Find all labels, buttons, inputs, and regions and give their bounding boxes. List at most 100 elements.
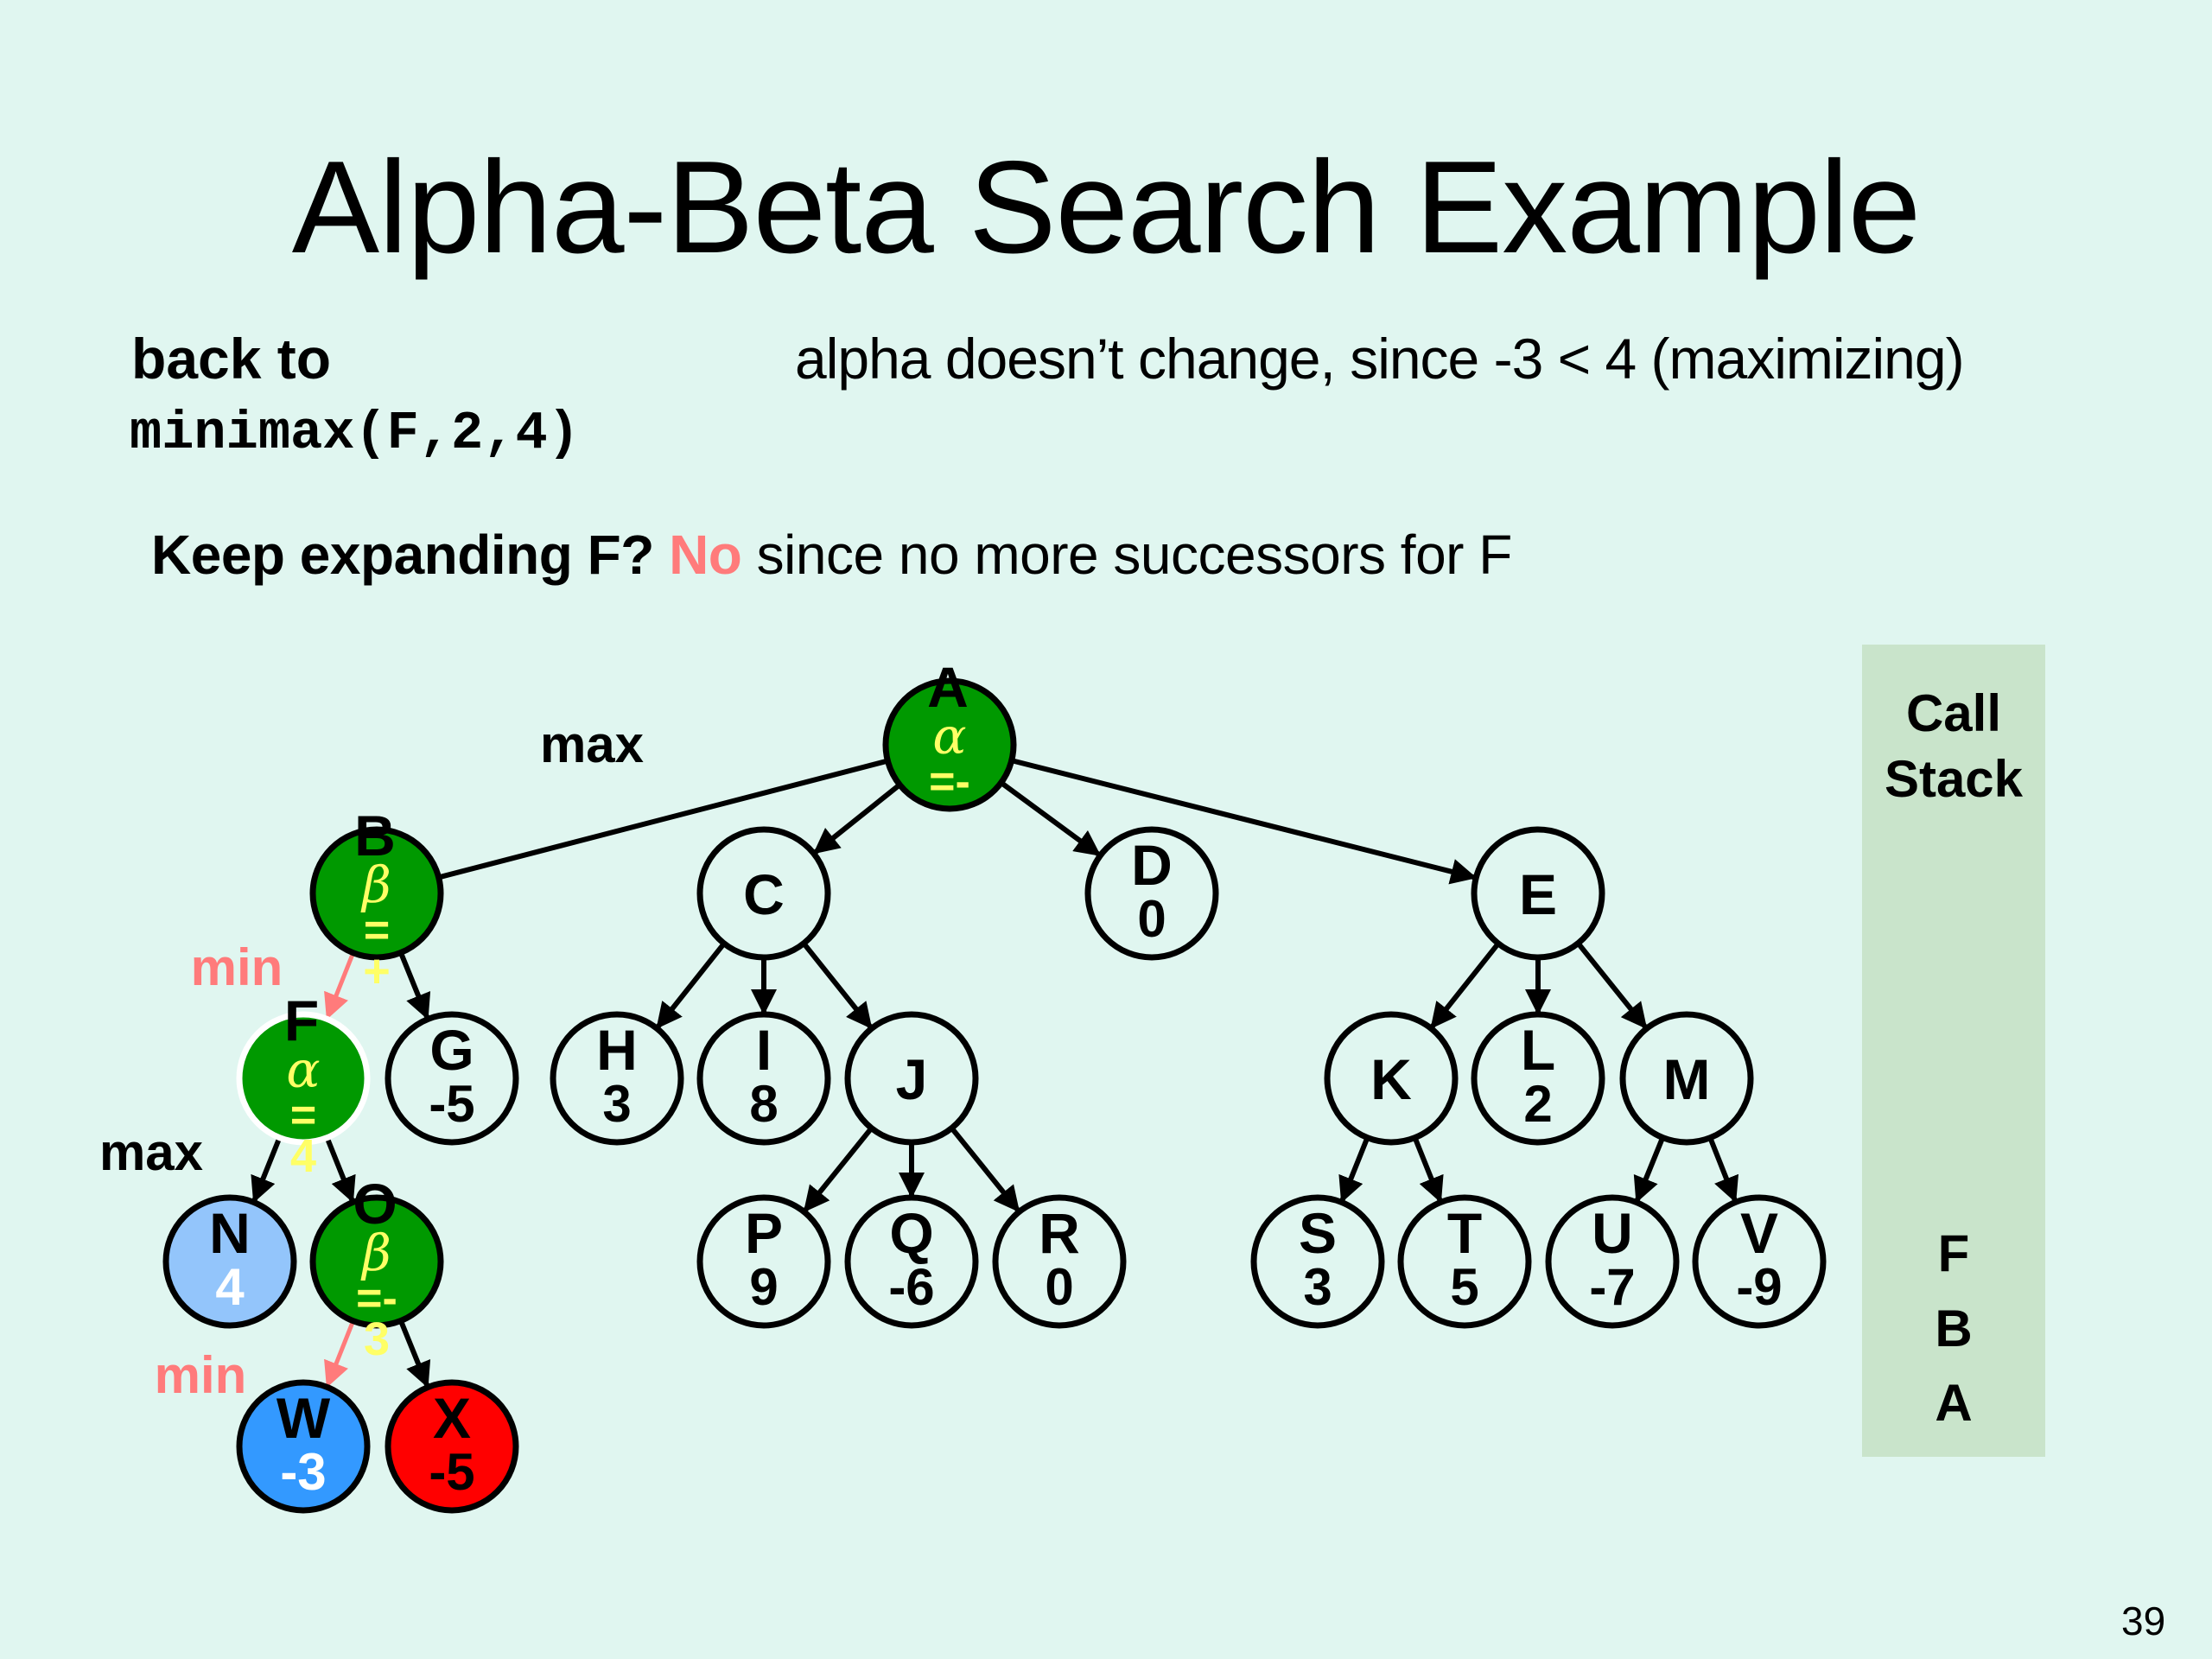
edge-J-R bbox=[950, 1126, 1020, 1213]
node-value: 0 bbox=[1137, 890, 1166, 948]
node-circle bbox=[1619, 1011, 1754, 1146]
edge-F-O bbox=[324, 1136, 356, 1204]
node-label: D bbox=[1131, 833, 1173, 897]
tree-node-F: Fα=4 bbox=[236, 988, 371, 1182]
node-label: J bbox=[896, 1047, 928, 1111]
edge-K-S bbox=[1338, 1136, 1370, 1204]
tree-node-C: C bbox=[696, 826, 831, 961]
edge-A-E bbox=[1011, 758, 1478, 885]
call-stack-title: Call Stack bbox=[1862, 681, 2045, 812]
node-value: 0 bbox=[1045, 1258, 1073, 1316]
edge-C-H bbox=[655, 942, 727, 1029]
node-bound-value: 4 bbox=[290, 1130, 316, 1182]
node-circle bbox=[696, 1194, 831, 1329]
tree-node-W: W-3 bbox=[236, 1379, 371, 1514]
edge-M-U bbox=[1633, 1136, 1665, 1204]
tree-node-E: E bbox=[1471, 826, 1605, 961]
node-label: B bbox=[354, 804, 396, 868]
node-label: O bbox=[353, 1172, 397, 1236]
tree-node-A: Aα=- bbox=[882, 655, 1017, 812]
node-label: E bbox=[1519, 862, 1557, 926]
slide-title: Alpha-Beta Search Example bbox=[291, 134, 1922, 281]
node-circle bbox=[236, 1379, 371, 1514]
back-to-label: back to bbox=[131, 327, 332, 391]
node-bound-symbol: α bbox=[932, 707, 966, 766]
node-label: P bbox=[745, 1201, 783, 1265]
call-stack-frame: F bbox=[1937, 1224, 1970, 1282]
edge-C-J bbox=[801, 941, 873, 1029]
level-label-max-f: max bbox=[99, 1123, 203, 1181]
node-label: W bbox=[276, 1386, 331, 1450]
node-label: X bbox=[433, 1386, 471, 1450]
edge-O-X bbox=[398, 1319, 431, 1389]
question-answer: No bbox=[669, 524, 742, 586]
node-value: 8 bbox=[749, 1075, 778, 1133]
tree-node-N: N4 bbox=[162, 1194, 297, 1329]
edge-B-G bbox=[398, 951, 431, 1020]
node-circle bbox=[385, 1011, 519, 1146]
call-stack-frame: A bbox=[1935, 1374, 1973, 1432]
alpha-note: alpha doesn’t change, since -3 < 4 (maxi… bbox=[795, 327, 1965, 391]
node-circle bbox=[844, 1194, 979, 1329]
node-value: -3 bbox=[280, 1443, 326, 1501]
node-value: 4 bbox=[215, 1258, 245, 1316]
node-label: F bbox=[284, 988, 319, 1052]
node-label: A bbox=[927, 655, 969, 719]
tree-node-O: Oβ=-3 bbox=[309, 1172, 444, 1365]
node-value: 9 bbox=[749, 1258, 778, 1316]
tree-node-J: J bbox=[844, 1011, 979, 1146]
node-bound-symbol: α bbox=[286, 1040, 320, 1099]
edge-E-M bbox=[1576, 941, 1648, 1030]
tree-node-V: V-9 bbox=[1692, 1194, 1827, 1329]
node-label: N bbox=[209, 1201, 251, 1265]
node-circle bbox=[1324, 1011, 1459, 1146]
tree-node-G: G-5 bbox=[385, 1011, 519, 1146]
level-label-min-b: min bbox=[191, 938, 283, 996]
call-stack-title-line2: Stack bbox=[1884, 750, 2024, 808]
node-circle bbox=[844, 1011, 979, 1146]
node-label: V bbox=[1740, 1201, 1778, 1265]
node-value: -5 bbox=[429, 1075, 474, 1133]
node-label: K bbox=[1370, 1047, 1412, 1111]
tree-node-K: K bbox=[1324, 1011, 1459, 1146]
tree-node-X: X-5 bbox=[385, 1379, 519, 1514]
node-bound-eq: =- bbox=[356, 1274, 397, 1324]
node-value: 3 bbox=[1303, 1258, 1332, 1316]
node-bound-eq: =- bbox=[929, 757, 970, 807]
node-circle bbox=[309, 826, 444, 961]
node-label: U bbox=[1592, 1201, 1633, 1265]
edge-F-N bbox=[251, 1136, 283, 1204]
node-value: 2 bbox=[1523, 1075, 1552, 1133]
node-circle bbox=[992, 1194, 1127, 1329]
node-value: 3 bbox=[602, 1075, 631, 1133]
node-circle bbox=[162, 1194, 297, 1329]
node-label: T bbox=[1447, 1201, 1482, 1265]
tree-node-P: P9 bbox=[696, 1194, 831, 1329]
level-label-max-a: max bbox=[540, 715, 644, 773]
node-value: -9 bbox=[1736, 1258, 1782, 1316]
node-label: C bbox=[743, 862, 785, 926]
node-bound-eq: = bbox=[290, 1090, 316, 1141]
tree-edges bbox=[251, 758, 1739, 1389]
node-label: I bbox=[756, 1018, 772, 1082]
node-bound-value: + bbox=[363, 945, 391, 997]
tree-node-U: U-7 bbox=[1545, 1194, 1680, 1329]
node-bound-symbol: β bbox=[360, 1224, 391, 1282]
node-circle bbox=[1692, 1194, 1827, 1329]
page-number: 39 bbox=[2121, 1599, 2166, 1643]
node-circle bbox=[1397, 1194, 1532, 1329]
node-label: M bbox=[1663, 1047, 1711, 1111]
node-circle bbox=[236, 1011, 371, 1146]
edge-E-K bbox=[1429, 942, 1501, 1029]
tree-node-I: I8 bbox=[696, 1011, 831, 1146]
node-circle bbox=[696, 1011, 831, 1146]
call-stack-title-line1: Call bbox=[1905, 684, 2002, 742]
question-prefix: Keep expanding F? bbox=[151, 524, 654, 586]
edge-J-P bbox=[803, 1126, 874, 1213]
node-circle bbox=[1250, 1194, 1385, 1329]
tree-node-L: L2 bbox=[1471, 1011, 1605, 1146]
edge-O-W bbox=[324, 1319, 356, 1389]
